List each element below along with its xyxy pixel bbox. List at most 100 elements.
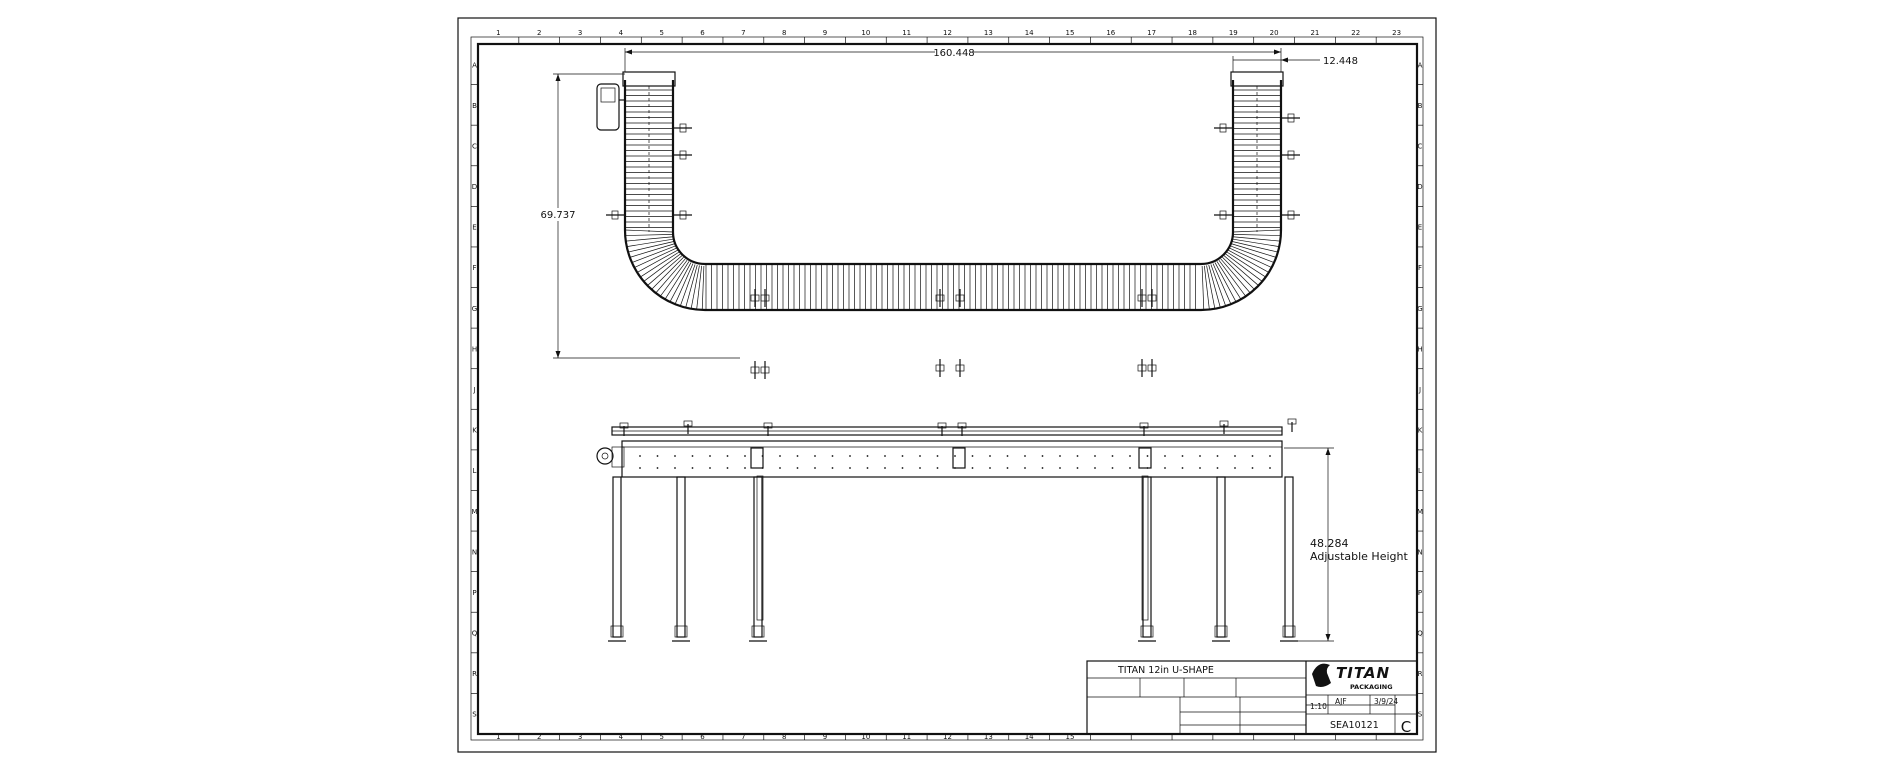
height-note: Adjustable Height [1310, 550, 1408, 563]
elevation-side-frame [621, 440, 1283, 478]
guide-bracket-icon [1214, 123, 1232, 133]
column-number-bottom: 13 [984, 733, 993, 741]
guide-bracket-icon [1147, 289, 1157, 307]
column-number-top: 1 [496, 29, 500, 37]
guide-bracket-icon [750, 361, 760, 379]
column-number-top: 2 [537, 29, 541, 37]
row-letter-right: D [1417, 183, 1422, 191]
column-number-top: 12 [943, 29, 952, 37]
column-number-top: 9 [823, 29, 827, 37]
row-letter-right: Q [1417, 630, 1423, 638]
plan-outer-rail [623, 80, 1283, 312]
height-value: 48.284 [1310, 537, 1349, 550]
column-number-top: 4 [619, 29, 624, 37]
plan-view-conveyor [596, 71, 1300, 379]
overall-width-value: 160.448 [933, 48, 974, 59]
row-letter-right: M [1417, 508, 1423, 516]
elevation-bracket-icon [1139, 422, 1149, 436]
elevation-bracket-icon [937, 422, 947, 436]
company-logo: TITAN PACKAGING [1312, 663, 1393, 691]
column-number-top: 23 [1392, 29, 1401, 37]
row-letter-left: L [473, 467, 477, 475]
column-number-bottom: 3 [578, 733, 582, 741]
plan-inner-rail [671, 80, 1235, 266]
guide-bracket-icon [1147, 359, 1157, 377]
row-letter-right: C [1418, 142, 1423, 150]
row-letter-left: R [472, 670, 477, 678]
elevation-drive-motor-icon [596, 446, 625, 468]
row-letter-left: N [472, 548, 477, 556]
support-leg [1280, 476, 1298, 642]
row-letter-right: R [1418, 670, 1423, 678]
row-letter-left: M [471, 508, 477, 516]
plan-infeed-endcap [622, 71, 676, 87]
guide-bracket-icon [674, 210, 692, 220]
sheet-frame [476, 42, 1419, 736]
guide-mount-block [1138, 447, 1152, 469]
support-leg [749, 476, 767, 642]
guide-bracket-icon [606, 210, 624, 220]
guide-bracket-icon [955, 289, 965, 307]
dimension-overall-width: 160.448 [624, 46, 1282, 72]
column-number-bottom: 15 [1066, 733, 1075, 741]
title-block: TITAN 12in U-SHAPE TITAN PACKAGING 1:10 … [1086, 660, 1418, 736]
row-letter-right: G [1417, 305, 1422, 313]
guide-bracket-icon [674, 150, 692, 160]
row-letter-left: Q [472, 630, 478, 638]
guide-bracket-icon [760, 289, 770, 307]
column-number-top: 6 [700, 29, 705, 37]
dimension-adjustable-height: 48.284 Adjustable Height [1284, 447, 1408, 642]
column-number-bottom: 8 [782, 733, 786, 741]
row-letter-right: N [1417, 548, 1422, 556]
row-letter-right: L [1418, 467, 1422, 475]
column-number-top: 3 [578, 29, 582, 37]
column-number-bottom: 7 [741, 733, 745, 741]
guide-bracket-icon [955, 359, 965, 377]
column-number-top: 7 [741, 29, 745, 37]
drawn-by-value: AJF [1335, 697, 1347, 706]
support-leg [1212, 476, 1230, 642]
column-number-bottom: 12 [943, 733, 952, 741]
logo-word: TITAN [1336, 664, 1390, 682]
dimension-overall-depth: 69.737 [540, 73, 740, 359]
elevation-view-conveyor [596, 418, 1298, 642]
support-leg [608, 476, 626, 642]
column-number-top: 13 [984, 29, 993, 37]
row-letter-left: P [472, 589, 476, 597]
sheet-size: C [1401, 718, 1411, 736]
support-leg [672, 476, 690, 642]
row-letter-left: K [472, 427, 477, 435]
guide-bracket-icon [674, 123, 692, 133]
logo-subtitle: PACKAGING [1350, 683, 1393, 691]
row-letter-right: A [1418, 61, 1423, 69]
column-number-bottom: 2 [537, 733, 541, 741]
elevation-frame-holes [639, 455, 1271, 469]
overall-depth-value: 69.737 [541, 210, 576, 221]
plan-discharge-endcap [1230, 71, 1284, 87]
spartan-helmet-icon [1312, 663, 1331, 687]
elevation-guide-brackets [619, 418, 1297, 469]
guide-bracket-icon [760, 361, 770, 379]
row-letter-left: A [472, 61, 477, 69]
row-letter-right: K [1418, 427, 1423, 435]
date-value: 3/9/24 [1374, 697, 1398, 706]
row-letter-left: J [472, 386, 475, 394]
row-letter-right: E [1418, 224, 1422, 232]
column-number-top: 22 [1351, 29, 1360, 37]
sheet-inner-border [470, 36, 1424, 741]
guide-bracket-icon [1137, 359, 1147, 377]
column-number-top: 8 [782, 29, 786, 37]
column-number-top: 21 [1310, 29, 1319, 37]
guide-bracket-icon [1137, 289, 1147, 307]
plan-guide-brackets [606, 113, 1300, 379]
guide-bracket-icon [750, 289, 760, 307]
row-letter-left: H [472, 345, 477, 353]
column-number-top: 5 [659, 29, 663, 37]
guide-bracket-icon [1282, 150, 1300, 160]
row-letter-right: B [1418, 102, 1423, 110]
row-letter-left: D [472, 183, 477, 191]
elevation-support-legs [608, 475, 1298, 642]
guide-bracket-icon [935, 289, 945, 307]
